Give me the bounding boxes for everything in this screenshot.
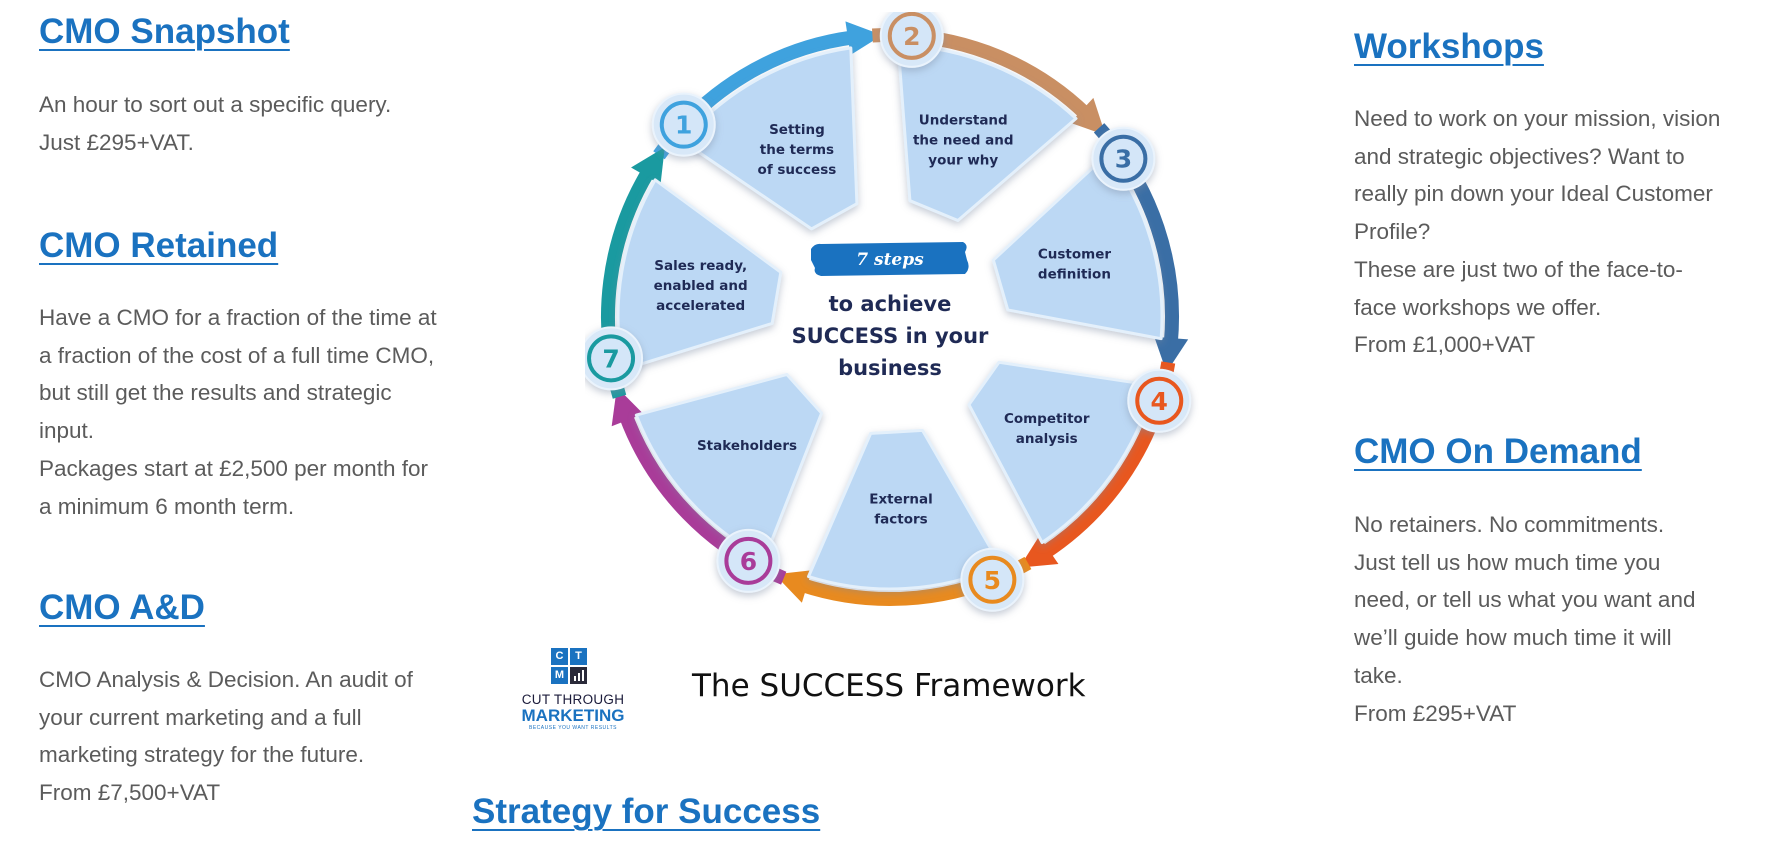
step-badge-3: 3 — [1091, 126, 1156, 191]
cmo-on-demand-description: No retainers. No commitments. Just tell … — [1354, 512, 1696, 726]
workshops-description: Need to work on your mission, vision and… — [1354, 106, 1721, 358]
step-label-6: Stakeholders — [697, 438, 797, 454]
svg-text:4: 4 — [1151, 387, 1168, 416]
steps-banner-text: 7 steps — [856, 250, 924, 270]
svg-text:2: 2 — [903, 22, 920, 51]
cmo-ad-description: CMO Analysis & Decision. An audit of you… — [39, 667, 413, 806]
logo-mark: C T M — [551, 648, 587, 684]
ring-arrowhead-2 — [1070, 97, 1106, 136]
framework-title: The SUCCESS Framework — [692, 668, 1086, 704]
ring-arrowhead-4 — [1019, 535, 1059, 568]
ring-arrowhead-7 — [631, 147, 665, 185]
svg-text:3: 3 — [1115, 145, 1132, 174]
svg-text:6: 6 — [740, 547, 757, 576]
step-badge-4: 4 — [1127, 368, 1192, 433]
ring-arrowhead-5 — [774, 570, 812, 603]
hub-line-1: to achieve — [829, 292, 952, 316]
cmo-retained-description: Have a CMO for a fraction of the time at… — [39, 305, 437, 519]
ring-arrowhead-3 — [1154, 336, 1189, 373]
company-logo: C T M CUT THROUGH MARKETING BECAUSE YOU … — [518, 648, 628, 731]
cmo-snapshot-description: An hour to sort out a specific query. Ju… — [39, 92, 392, 155]
workshops-link[interactable]: Workshops — [1354, 27, 1544, 66]
logo-letter-m: M — [551, 667, 568, 684]
cmo-on-demand-link[interactable]: CMO On Demand — [1354, 432, 1642, 471]
svg-text:5: 5 — [984, 566, 1001, 595]
cmo-retained-link[interactable]: CMO Retained — [39, 226, 279, 265]
step-badges: 1 2 3 4 5 6 7 — [585, 12, 1192, 612]
step-card-6 — [634, 372, 824, 560]
svg-text:7: 7 — [602, 344, 619, 373]
step-badge-1: 1 — [651, 92, 716, 157]
step-badge-5: 5 — [960, 547, 1025, 612]
svg-text:1: 1 — [675, 111, 692, 140]
step-card-7 — [616, 178, 783, 372]
diagram-hub: 7 steps to achieve SUCCESS in your busin… — [792, 242, 989, 380]
hub-line-2: SUCCESS in your — [792, 324, 989, 348]
logo-tagline: BECAUSE YOU WANT RESULTS — [529, 725, 617, 731]
steps-banner — [811, 242, 969, 276]
logo-line-1: CUT THROUGH — [521, 692, 625, 707]
logo-letter-t: T — [570, 648, 587, 665]
hub-line-3: business — [838, 356, 942, 380]
cmo-snapshot-link[interactable]: CMO Snapshot — [39, 12, 290, 51]
step-card-4 — [967, 360, 1155, 544]
cmo-ad-link[interactable]: CMO A&D — [39, 588, 205, 627]
bar-chart-icon — [570, 667, 587, 684]
ring-arrowhead-1 — [845, 21, 883, 55]
step-badge-7: 7 — [585, 326, 644, 391]
strategy-for-success-link[interactable]: Strategy for Success — [472, 792, 821, 831]
step-badge-6: 6 — [716, 528, 781, 593]
logo-line-2: MARKETING — [521, 706, 625, 725]
step-badge-2: 2 — [879, 12, 944, 68]
logo-letter-c: C — [551, 648, 568, 665]
